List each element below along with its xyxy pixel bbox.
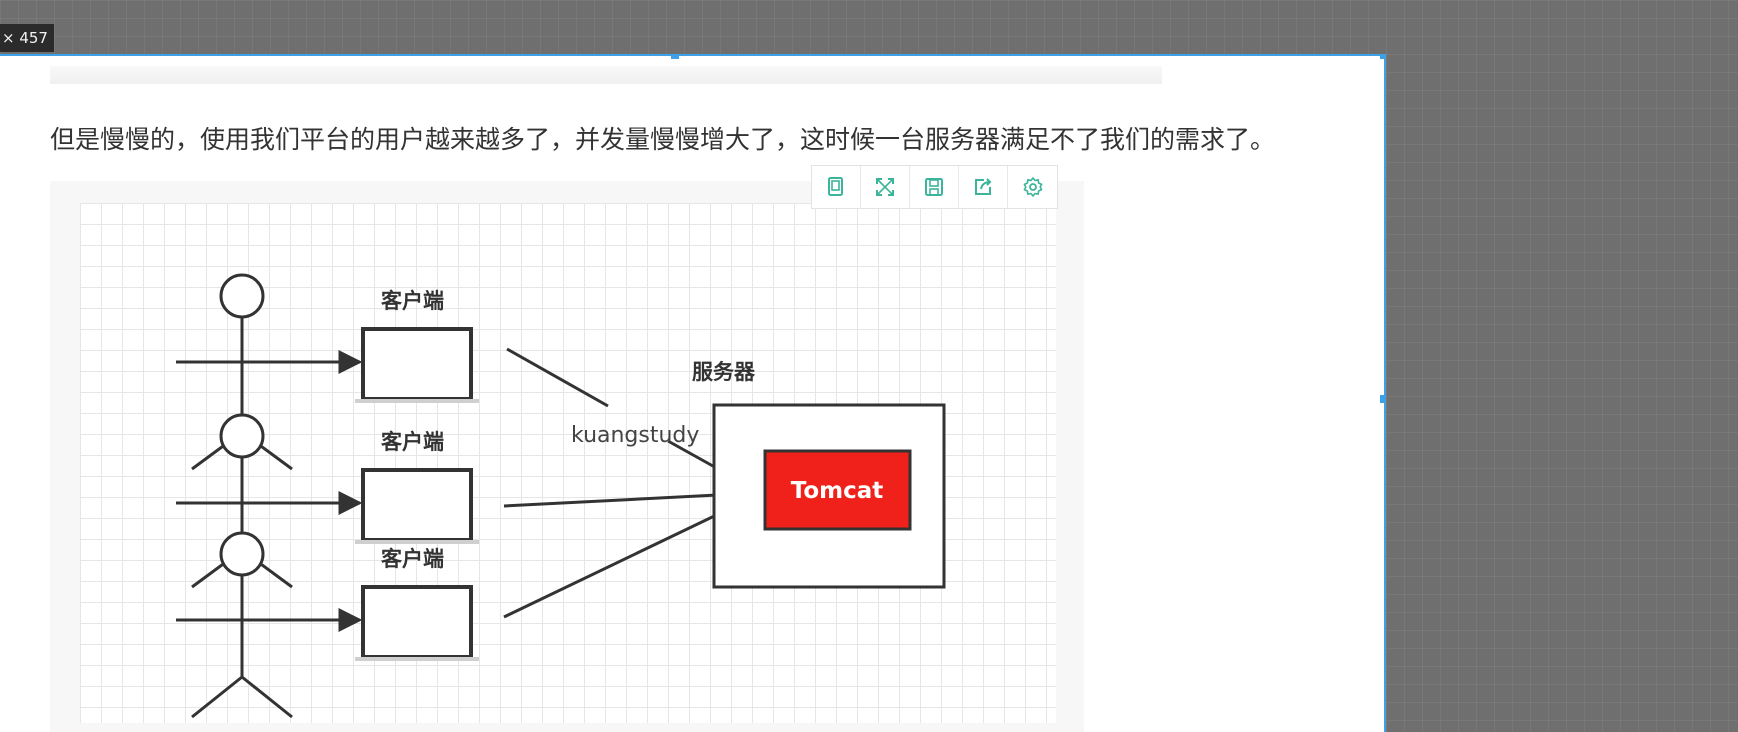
copy-button[interactable] (812, 166, 861, 208)
resize-handle-top[interactable] (671, 56, 679, 59)
settings-button[interactable] (1008, 166, 1057, 208)
resize-handle-top-right[interactable] (1380, 56, 1384, 59)
selection-size-badge: × 457 (0, 24, 54, 52)
resize-handle-right[interactable] (1380, 395, 1384, 403)
document-page: 但是慢慢的，使用我们平台的用户越来越多了，并发量慢慢增大了，这时候一台服务器满足… (0, 54, 1386, 732)
diagram-canvas: 客户端 客户端 客户端 kuangstudy 服务器 Tomcat (80, 203, 1056, 723)
edge-label-kuangstudy: kuangstudy (571, 423, 699, 448)
client-box-2 (355, 468, 479, 544)
save-icon (925, 178, 943, 196)
user-figure-3 (191, 531, 293, 719)
previous-block-edge (50, 66, 1162, 84)
client-label-1: 客户端 (381, 289, 444, 313)
article-paragraph: 但是慢慢的，使用我们平台的用户越来越多了，并发量慢慢增大了，这时候一台服务器满足… (50, 125, 1276, 154)
server-label: 服务器 (692, 360, 756, 384)
architecture-diagram: 客户端 客户端 客户端 kuangstudy 服务器 Tomcat (176, 273, 946, 719)
client-label-3: 客户端 (381, 547, 444, 571)
client-label-2: 客户端 (381, 430, 444, 454)
tomcat-label: Tomcat (791, 478, 884, 504)
diagram-container[interactable]: 客户端 客户端 客户端 kuangstudy 服务器 Tomcat (50, 181, 1084, 732)
client-box-1 (355, 327, 479, 403)
share-icon (975, 178, 992, 195)
save-button[interactable] (910, 166, 959, 208)
fullscreen-icon (876, 178, 894, 196)
copy-icon (828, 177, 843, 196)
share-button[interactable] (959, 166, 1008, 208)
fullscreen-button[interactable] (861, 166, 910, 208)
user-figure-2 (191, 413, 293, 559)
diagram-toolbar (811, 165, 1058, 209)
client-to-server-line-1a (506, 347, 609, 408)
tomcat-box (763, 449, 912, 531)
settings-icon (1023, 177, 1042, 197)
client-box-3 (355, 585, 479, 661)
